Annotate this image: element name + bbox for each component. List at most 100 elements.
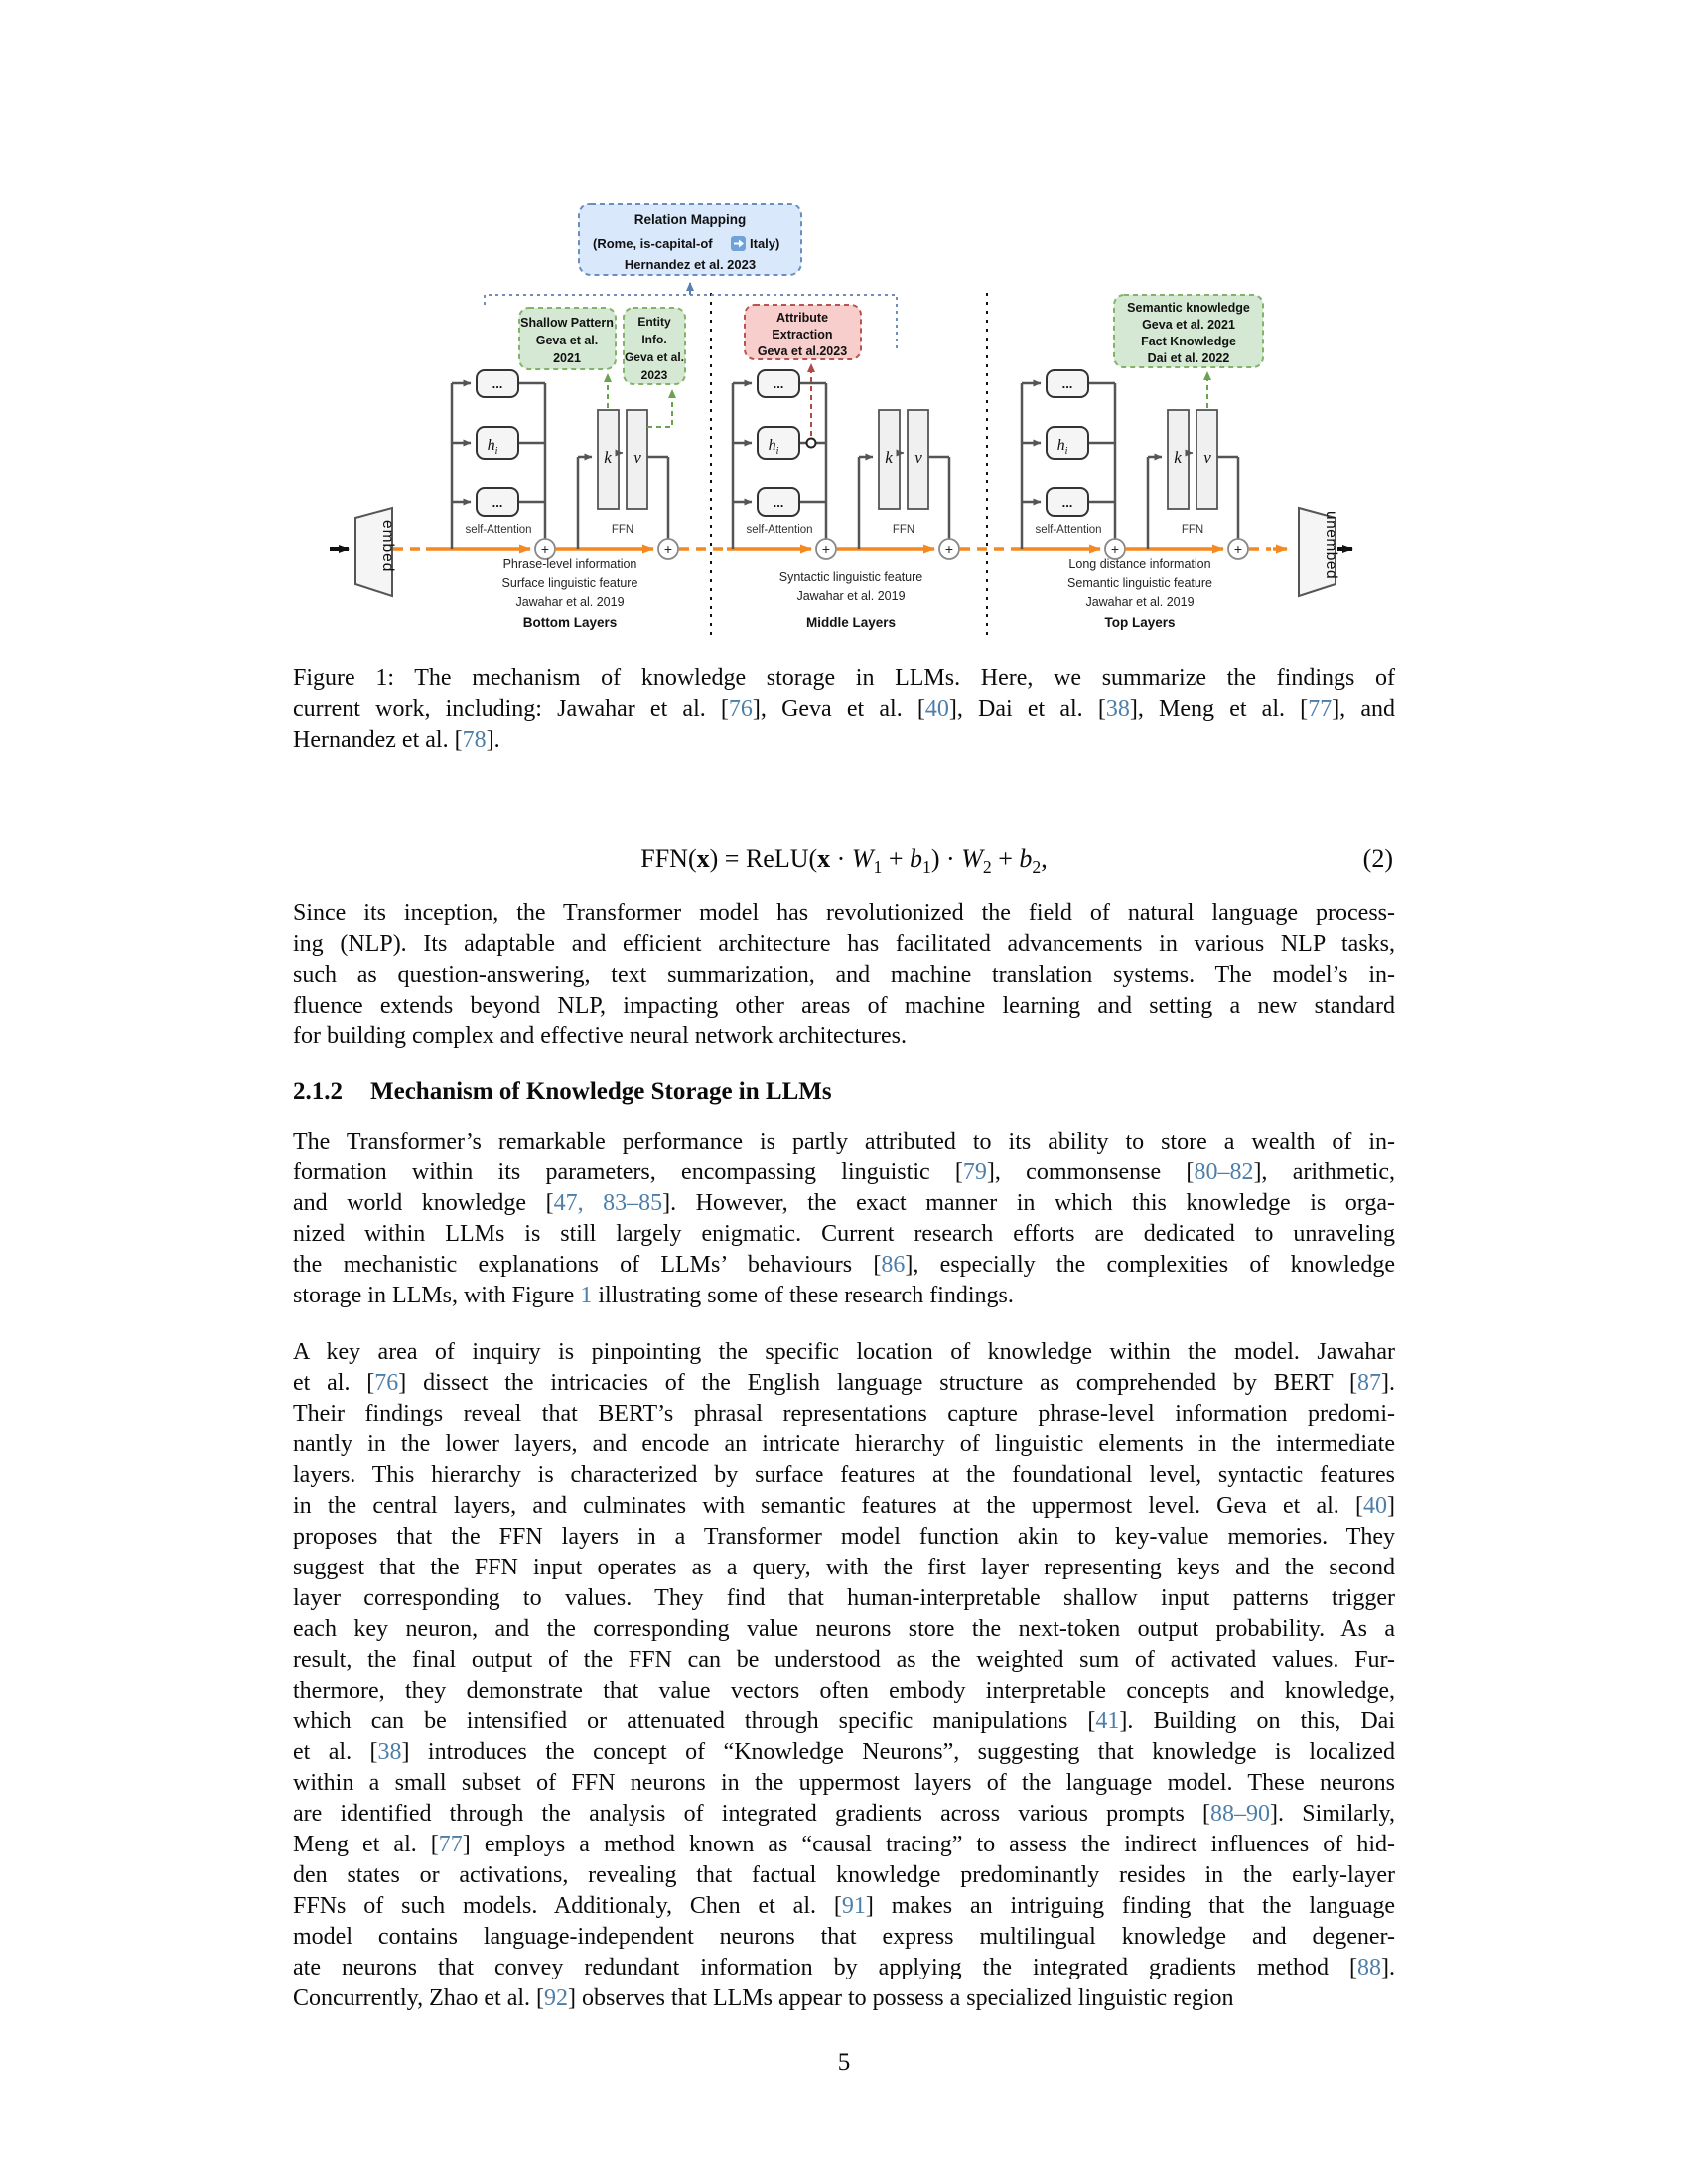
text-line: model contains language-independent neur… [293,1924,1395,1950]
citation-link[interactable]: 92 [544,1985,569,2011]
shallow-pattern-box: Shallow Pattern Geva et al. 2021 [518,307,617,370]
svg-text:2023: 2023 [641,368,668,382]
text-line: which can be intensified or attenuated t… [293,1708,1395,1734]
text-line: layers. This hierarchy is characterized … [293,1462,1395,1488]
citation-link[interactable]: 77 [1308,696,1333,722]
svg-text:Italy): Italy) [750,236,779,251]
ffn-label: FFN [1182,524,1203,536]
ffn-value-column [626,409,648,510]
text-line: Concurrently, Zhao et al. [92] observes … [293,1985,1234,2011]
token-box [1046,487,1089,517]
text-line: Their findings reveal that BERT’s phrasa… [293,1401,1395,1427]
residual-add [534,538,556,560]
residual-add [815,538,837,560]
citation-link[interactable]: 47, 83–85 [553,1190,663,1216]
middle-layer-caption: Syntactic linguistic feature Jawahar et … [779,570,923,630]
unembed-label: unembed [1323,511,1339,579]
text-line: in the central layers, and culminates wi… [293,1493,1395,1519]
svg-text:Shallow Pattern: Shallow Pattern [520,316,614,330]
svg-text:Long distance information: Long distance information [1068,557,1210,571]
svg-text:+: + [1111,541,1119,557]
text-line: current work, including: Jawahar et al. … [293,696,1396,722]
text-line: formation within its parameters, encompa… [293,1160,1395,1185]
citation-link[interactable]: 87 [1357,1370,1382,1396]
hidden-state-label: hi [769,437,779,457]
text-line: et al. [76] dissect the intricacies of t… [293,1370,1396,1396]
citation-link[interactable]: 41 [1095,1708,1120,1734]
token-box [476,369,519,398]
svg-text:Fact Knowledge: Fact Knowledge [1141,335,1236,348]
svg-text:Extraction: Extraction [772,328,832,341]
svg-text:Semantic linguistic feature: Semantic linguistic feature [1067,576,1212,590]
text-line: nantly in the lower layers, and encode a… [293,1432,1395,1457]
semantic-knowledge-box: Semantic knowledge Geva et al. 2021 Fact… [1113,294,1264,368]
svg-text:Middle Layers: Middle Layers [806,615,896,630]
citation-link[interactable]: 38 [1105,696,1130,722]
svg-text:+: + [822,541,830,557]
svg-text:Phrase-level information: Phrase-level information [503,557,637,571]
page-number: 5 [837,2049,851,2076]
svg-text:Semantic knowledge: Semantic knowledge [1127,301,1250,315]
svg-text:Attribute: Attribute [776,311,828,325]
citation-link[interactable]: 78 [462,727,487,752]
hidden-state-box [757,426,800,460]
svg-text:Dai et al. 2022: Dai et al. 2022 [1148,351,1230,365]
text-line: den states or activations, revealing tha… [293,1862,1395,1888]
text-line: and world knowledge [47, 83–85]. However… [293,1190,1395,1216]
value-label: v [914,448,922,467]
attribute-extraction-box: Attribute Extraction Geva et al.2023 [744,304,862,360]
citation-link[interactable]: 76 [728,696,753,722]
text-line: such as question-answering, text summari… [293,962,1395,988]
citation-link[interactable]: 91 [841,1893,866,1919]
citation-link[interactable]: 86 [881,1252,906,1278]
svg-text:Jawahar et al. 2019: Jawahar et al. 2019 [1085,595,1194,609]
ffn-value-column [907,409,929,510]
text-line: FFNs of such models. Additionaly, Chen e… [293,1893,1395,1919]
key-label: k [885,448,893,467]
citation-link[interactable]: 40 [924,696,949,722]
citation-link[interactable]: 77 [438,1832,463,1857]
self-attention-label: self-Attention [465,524,531,536]
text-line: Figure 1: The mechanism of knowledge sto… [293,665,1395,691]
token-box [476,487,519,517]
text-line: Meng et al. [77] employs a method known … [293,1832,1395,1857]
value-label: v [633,448,641,467]
ffn-value-column [1196,409,1218,510]
dots-label: ... [1062,495,1073,510]
text-line: suggest that the FFN input operates as a… [293,1555,1395,1580]
residual-add [657,538,679,560]
text-line: nized within LLMs is still largely enigm… [293,1221,1395,1247]
entity-info-box: Entity Info. Geva et al. 2023 [623,307,686,385]
svg-text:(Rome, is-capital-of: (Rome, is-capital-of [593,236,713,251]
relation-mapping-box: Relation Mapping (Rome, is-capital-of It… [578,203,802,276]
text-line: each key neuron, and the corresponding v… [293,1616,1395,1642]
citation-link[interactable]: 38 [377,1739,402,1765]
text-line: A key area of inquiry is pinpointing the… [293,1339,1395,1365]
text-line: Hernandez et al. [78]. [293,727,500,752]
unembed-block: unembed [1298,506,1339,598]
text-line: The Transformer’s remarkable performance… [293,1129,1395,1155]
bottom-layer-caption: Phrase-level information Surface linguis… [502,557,638,630]
svg-text:Geva et al.: Geva et al. [536,334,599,347]
svg-text:Info.: Info. [641,333,666,346]
key-label: k [1174,448,1182,467]
svg-text:Relation Mapping: Relation Mapping [634,212,747,227]
dots-label: ... [774,495,784,510]
citation-link[interactable]: 79 [962,1160,987,1185]
text-line: Since its inception, the Transformer mod… [293,900,1395,926]
text-line: et al. [38] introduces the concept of “K… [293,1739,1395,1765]
citation-link[interactable]: 76 [374,1370,399,1396]
citation-link[interactable]: 88 [1357,1955,1381,1980]
residual-add [1227,538,1249,560]
figure-ref-link[interactable]: 1 [580,1283,593,1308]
top-layer-caption: Long distance information Semantic lingu… [1067,557,1212,630]
self-attention-label: self-Attention [746,524,812,536]
text-line: ate neurons that convey redundant inform… [293,1955,1395,1980]
hidden-state-label: hi [1057,437,1068,457]
citation-link[interactable]: 40 [1363,1493,1387,1519]
citation-link[interactable]: 80–82 [1194,1160,1254,1185]
token-box [757,487,800,517]
ffn-key-column [1167,409,1190,510]
citation-link[interactable]: 88–90 [1210,1801,1271,1827]
svg-text:Jawahar et al. 2019: Jawahar et al. 2019 [515,595,624,609]
